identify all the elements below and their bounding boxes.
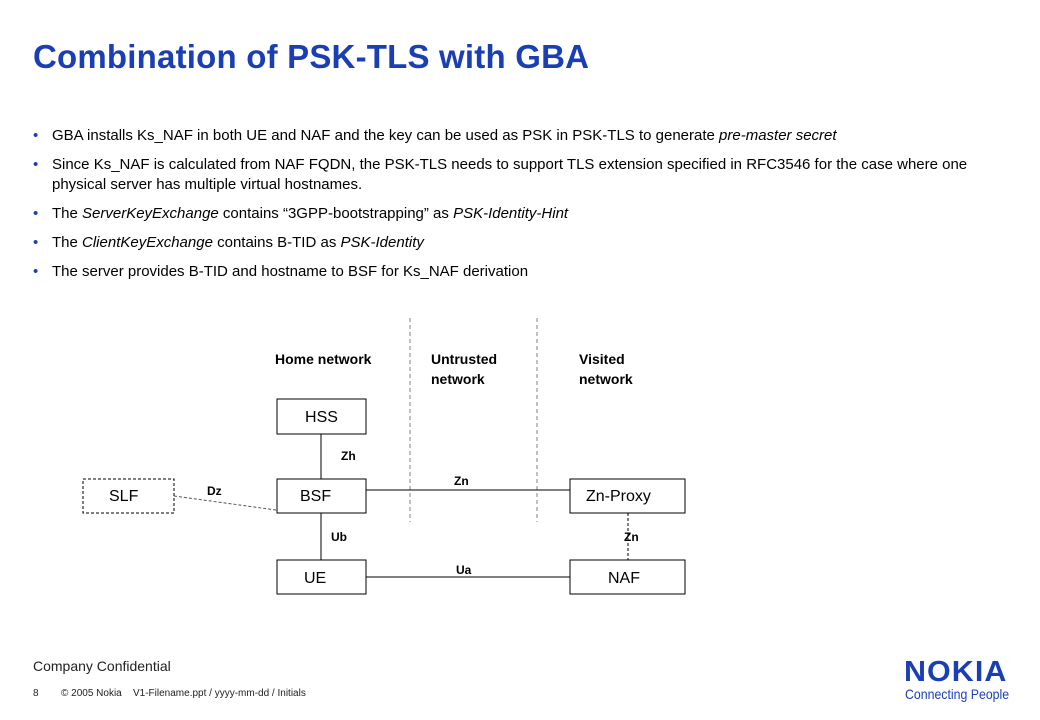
bullet-text-italic: ServerKeyExchange (82, 205, 219, 222)
node-slf-label: SLF (109, 488, 139, 505)
node-bsf: BSF (276, 478, 367, 514)
bullet-text: contains B-TID as (212, 234, 341, 251)
node-naf-label: NAF (608, 570, 640, 587)
bullet-item: GBA installs Ks_NAF in both UE and NAF a… (33, 126, 1008, 146)
interface-label-ub: Ub (331, 530, 347, 544)
link-slf-bsf (173, 495, 277, 511)
interface-label-dz: Dz (207, 484, 222, 498)
bullet-text: The (52, 234, 83, 251)
zone-label-home: Home network (275, 351, 372, 367)
zone-label-untrusted-line1: Untrusted (431, 351, 497, 367)
node-zn-proxy: Zn-Proxy (569, 478, 686, 514)
node-hss: HSS (276, 398, 367, 435)
node-ue-box (276, 559, 367, 595)
slide-title: Combination of PSK-TLS with GBA (33, 38, 590, 75)
copyright: © 2005 Nokia (61, 688, 122, 699)
nokia-logo: NOKIA Connecting People (904, 656, 1024, 706)
zone-label-untrusted-line2: network (431, 371, 485, 387)
footer-confidential: Company Confidential (33, 658, 171, 674)
zone-label-visited-line2: network (579, 371, 633, 387)
bullet-text-italic: ClientKeyExchange (82, 234, 213, 251)
footer-info: 8 © 2005 Nokia V1-Filename.ppt / yyyy-mm-d… (33, 688, 306, 699)
bullet-text-italic: PSK-Identity-Hint (453, 205, 569, 222)
node-slf: SLF (82, 478, 175, 514)
node-bsf-box (276, 478, 367, 514)
file-info: V1-Filename.ppt / yyyy-mm-dd / Initials (133, 688, 306, 699)
zone-label-visited-line1: Visited (579, 351, 625, 367)
interface-label-ua: Ua (456, 563, 472, 577)
node-zn-proxy-box (569, 478, 686, 514)
bullet-text: The server provides B-TID and hostname t… (52, 263, 529, 280)
node-ue: UE (276, 559, 367, 595)
node-bsf-label: BSF (300, 488, 331, 505)
node-naf: NAF (569, 559, 686, 595)
bullet-text-italic: PSK-Identity (340, 234, 424, 251)
interface-label-zn-right: Zn (624, 530, 639, 544)
node-zn-proxy-label: Zn-Proxy (586, 488, 651, 505)
logo-tagline: Connecting People (905, 686, 1010, 702)
bullet-item: The ServerKeyExchange contains “3GPP-boo… (33, 204, 1008, 224)
bullet-text: GBA installs Ks_NAF in both UE and NAF a… (52, 127, 720, 144)
bullet-text: The (52, 205, 83, 222)
bullet-item: The ClientKeyExchange contains B-TID as … (33, 233, 1008, 253)
node-hss-box (276, 398, 367, 435)
node-naf-box (569, 559, 686, 595)
bullet-text: contains “3GPP-bootstrapping” as (218, 205, 454, 222)
bullet-text: Since Ks_NAF is calculated from NAF FQDN… (52, 156, 968, 193)
bullet-item: The server provides B-TID and hostname t… (33, 262, 1008, 282)
bullet-item: Since Ks_NAF is calculated from NAF FQDN… (33, 155, 1008, 195)
node-ue-label: UE (304, 570, 326, 587)
logo-brand: NOKIA (904, 656, 1008, 688)
interface-label-zh: Zh (341, 449, 356, 463)
page-number: 8 (33, 688, 39, 699)
interface-label-zn-top: Zn (454, 474, 469, 488)
node-slf-box (82, 478, 175, 514)
bullet-list: GBA installs Ks_NAF in both UE and NAF a… (33, 126, 1008, 291)
bullet-text-italic: pre-master secret (719, 127, 837, 144)
node-hss-label: HSS (305, 409, 338, 426)
